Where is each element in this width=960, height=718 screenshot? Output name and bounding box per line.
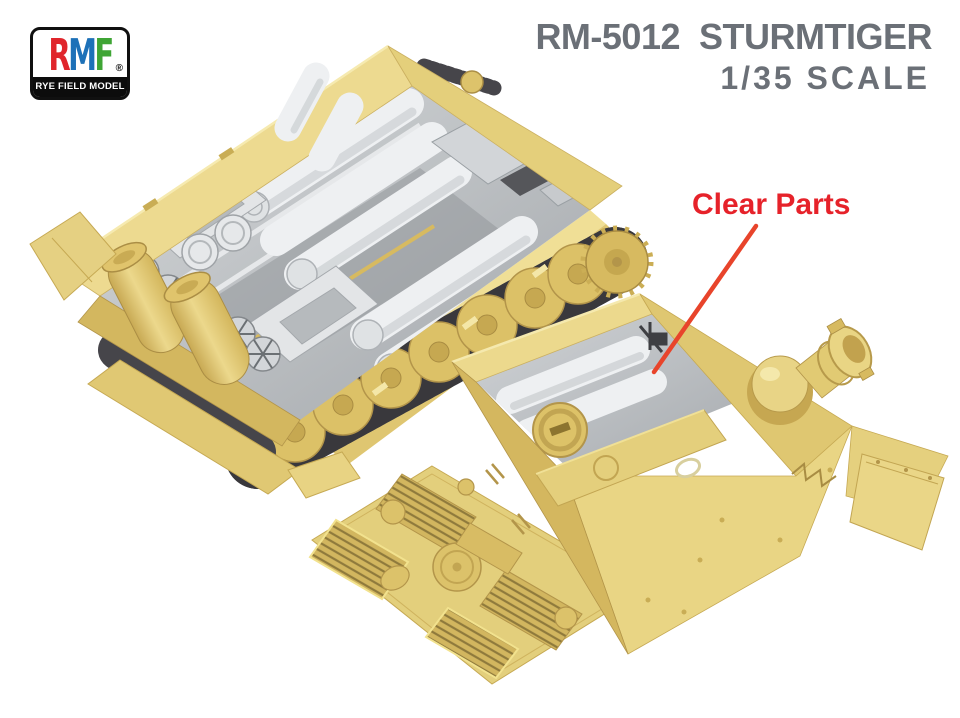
fan-dome [432, 542, 482, 592]
clear-parts-line [651, 223, 759, 375]
rocket-noses [274, 62, 364, 172]
wall-bolts [645, 467, 833, 615]
mortar-muzzle [826, 317, 875, 382]
front-fender-tip [287, 451, 361, 499]
mortar-mount [747, 317, 875, 425]
engine-deck-panel [308, 465, 644, 685]
deck-bridge [535, 409, 727, 507]
logo-letter-f: F [94, 29, 114, 81]
product-title: RM-5012 STURMTIGER [535, 16, 932, 57]
brand-logo: R M F ® RYE FIELD MODEL [30, 27, 130, 100]
deck-caps [380, 478, 578, 630]
logo-letter-r: R [48, 29, 70, 81]
registered-trademark: ® [115, 63, 123, 74]
exhaust-pipes [101, 241, 250, 385]
roof-flap [849, 453, 945, 551]
wall-handles [485, 463, 531, 535]
casemate-illustration [451, 292, 949, 655]
sight-parts [638, 322, 668, 353]
ring-hatch [532, 402, 588, 458]
product-scale: 1/35 SCALE [720, 60, 930, 96]
brand-logo-banner: RYE FIELD MODEL [33, 77, 127, 97]
clear-parts-label: Clear Parts [692, 188, 851, 221]
rear-lower-plate [87, 359, 301, 495]
hull-front-wall [387, 45, 623, 211]
rim-cleats-front [371, 263, 549, 397]
rear-mudflap [29, 211, 117, 301]
deck-access-plate [455, 522, 523, 575]
rim-cleats [142, 147, 235, 212]
headlight [460, 70, 484, 94]
brand-logo-letters: R M F [48, 29, 114, 81]
hull-illustration [29, 44, 654, 499]
weld-joint [791, 462, 837, 488]
drive-sprocket [580, 225, 654, 299]
logo-letter-m: M [68, 29, 97, 81]
clear-shell-highlight [674, 457, 702, 479]
filter-drums [181, 214, 252, 271]
